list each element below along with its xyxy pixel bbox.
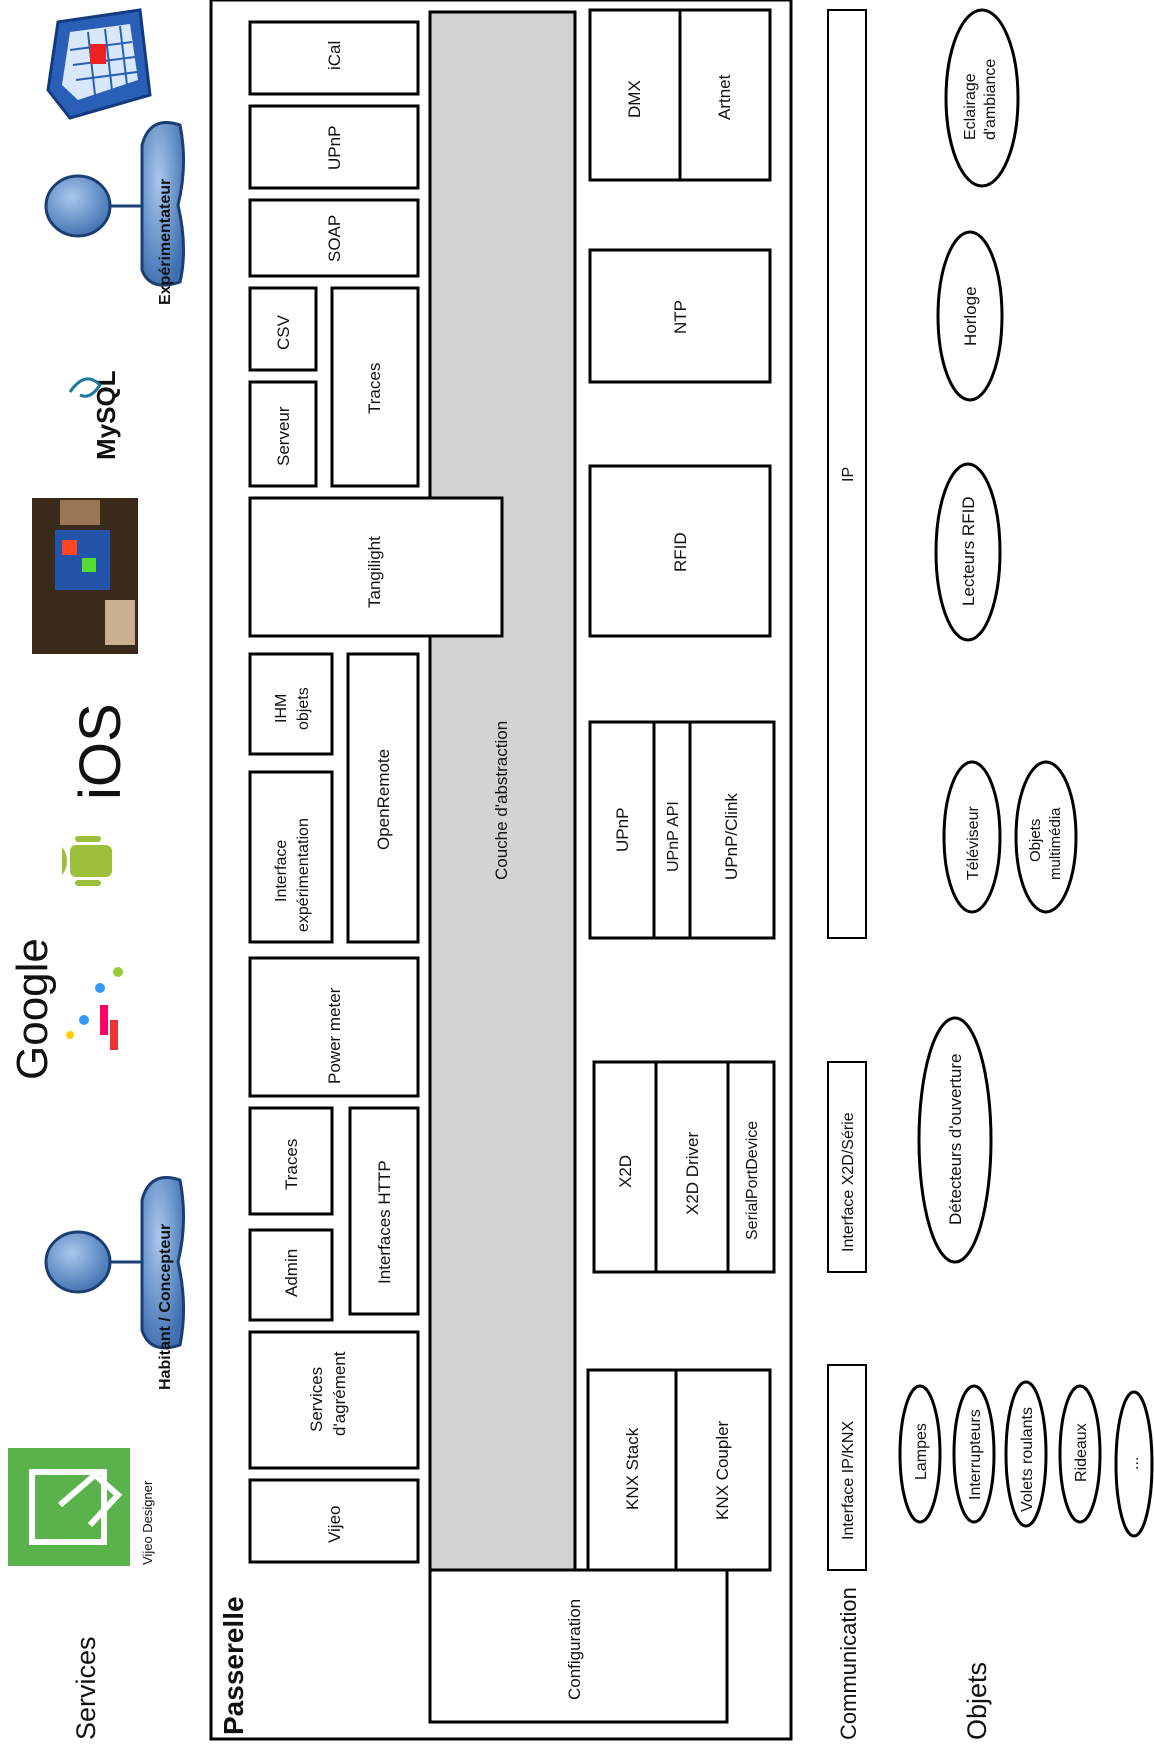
configuration-label: Configuration — [565, 1599, 584, 1700]
knx-stack-label: KNX Stack — [623, 1427, 642, 1510]
calendar-icon — [48, 10, 150, 118]
openremote-label: OpenRemote — [374, 749, 393, 850]
interface-exp-line2: expérimentation — [295, 818, 312, 932]
couche-abstraction-label: Couche d'abstraction — [492, 721, 511, 880]
csv-label: CSV — [274, 314, 293, 350]
ip-label: IP — [840, 467, 857, 482]
objets-label: Objets — [962, 1662, 992, 1740]
horloge-label: Horloge — [961, 286, 980, 346]
services-label: Services — [71, 1636, 101, 1740]
x2d-serie-label: Interface X2D/Série — [840, 1112, 857, 1252]
ical-label: iCal — [325, 41, 344, 70]
ios-icon: iOS — [68, 703, 133, 800]
services-agrement-line1: Services — [307, 1367, 326, 1432]
traces-label-1: Traces — [282, 1139, 301, 1190]
upnp-top-label: UPnP — [325, 126, 344, 170]
multimedia-line2: multimédia — [1047, 807, 1064, 880]
eclairage-line1: Eclairage — [962, 73, 979, 140]
multimedia-line1: Objets — [1027, 819, 1044, 862]
ip-knx-label: Interface IP/KNX — [840, 1421, 857, 1540]
x2d-driver-label: X2D Driver — [683, 1132, 702, 1215]
serveur-label: Serveur — [274, 406, 293, 466]
traces-label-2: Traces — [365, 363, 384, 414]
vijeo-designer-caption: Vijeo Designer — [140, 1480, 155, 1565]
ihm-label-line2: objets — [295, 687, 312, 730]
svg-text:iOS: iOS — [68, 703, 133, 800]
tangible-table-photo-icon — [32, 498, 138, 654]
upnp-clink-label: UPnP/Clink — [722, 793, 741, 880]
televiseur-label: Téléviseur — [965, 806, 982, 880]
dmx-label: DMX — [625, 80, 644, 118]
serialport-label: SerialPortDevice — [744, 1121, 761, 1240]
services-agrement-line2: d'agrément — [330, 1351, 349, 1436]
rfid-label: RFID — [671, 532, 690, 572]
google-logo-text: Google — [8, 938, 57, 1080]
passerelle-label: Passerelle — [218, 1596, 249, 1735]
upnp-api-label: UPnP API — [665, 801, 682, 872]
power-meter-label: Power meter — [325, 987, 344, 1084]
ihm-label-line1: IHM — [273, 694, 290, 723]
interrupteurs-label: Interrupteurs — [967, 1409, 984, 1500]
x2d-label: X2D — [616, 1155, 635, 1188]
android-icon — [62, 836, 112, 886]
soap-label: SOAP — [325, 215, 344, 262]
rideaux-label: Rideaux — [1073, 1423, 1090, 1482]
mysql-logo-text: MySQL — [91, 370, 121, 460]
eclairage-line2: d'ambiance — [982, 59, 999, 140]
artnet-label: Artnet — [715, 74, 734, 120]
multimedia-ellipse — [1016, 762, 1076, 912]
ntp-label: NTP — [671, 300, 690, 334]
etc-label: ... — [1125, 1457, 1142, 1470]
interface-exp-line1: Interface — [273, 840, 290, 902]
volets-label: Volets roulants — [1019, 1407, 1036, 1512]
vijeo-designer-icon — [8, 1448, 130, 1566]
mysql-icon: MySQL — [70, 370, 121, 460]
lecteurs-rfid-label: Lecteurs RFID — [959, 496, 978, 606]
knx-coupler-label: KNX Coupler — [713, 1420, 732, 1520]
tangilight-label: Tangilight — [365, 536, 384, 608]
lampes-label: Lampes — [913, 1423, 930, 1480]
google-analytics-icon: Google — [8, 938, 123, 1080]
interface-experimentation-box — [250, 772, 332, 942]
upnp-label: UPnP — [613, 808, 632, 852]
communication-label: Communication — [836, 1587, 861, 1740]
detecteurs-label: Détecteurs d'ouverture — [946, 1054, 965, 1225]
experimentateur-caption: Expérimentateur — [157, 179, 174, 305]
admin-label: Admin — [282, 1249, 301, 1297]
ihm-objets-box — [250, 654, 332, 754]
interfaces-http-label: Interfaces HTTP — [375, 1160, 394, 1284]
vijeo-label: Vijeo — [325, 1506, 344, 1544]
habitant-caption: Habitant / Concepteur — [157, 1224, 174, 1390]
